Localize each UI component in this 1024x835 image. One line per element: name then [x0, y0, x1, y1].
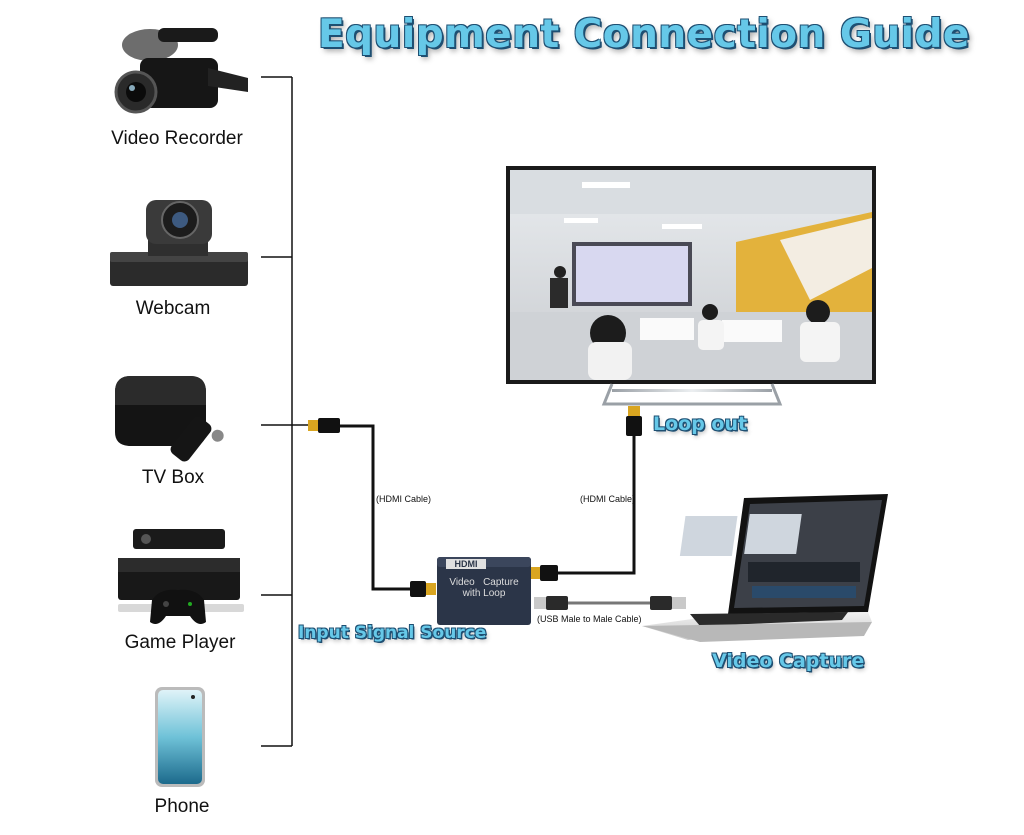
capture-box-brand: HDMI [454, 559, 478, 569]
device-bracket [261, 76, 312, 747]
capture-box-line1: Video Capture [449, 577, 519, 588]
device-label-video-recorder: Video Recorder [111, 128, 243, 149]
cable-label-hdmi-input: (HDMI Cable) [376, 494, 432, 504]
tv-monitor [506, 166, 876, 406]
device-label-game-player: Game Player [124, 632, 236, 653]
page-title: Equipment Connection Guide [318, 12, 970, 57]
tv-box-icon [115, 376, 224, 462]
hdmi-input-cable [308, 418, 436, 597]
video-recorder-icon [114, 28, 248, 114]
cable-label-usb: (USB Male to Male Cable) [537, 614, 642, 624]
capture-box-line2: with Loop [462, 588, 506, 599]
hdmi-loop-cable [530, 406, 642, 581]
webcam-icon [110, 200, 248, 286]
device-label-tv-box: TV Box [141, 467, 205, 488]
device-label-webcam: Webcam [135, 298, 211, 319]
usb-cable [534, 596, 686, 610]
phone-icon [155, 687, 205, 787]
callout-loop-out: Loop out [653, 413, 748, 435]
callout-input-signal-source: Input Signal Source [298, 623, 487, 643]
cable-label-hdmi-loop: (HDMI Cable) [580, 494, 636, 504]
game-console-icon [118, 529, 244, 624]
callout-video-capture: Video Capture [712, 650, 865, 672]
laptop [642, 494, 888, 642]
device-label-phone: Phone [154, 796, 210, 817]
capture-box [437, 557, 531, 625]
